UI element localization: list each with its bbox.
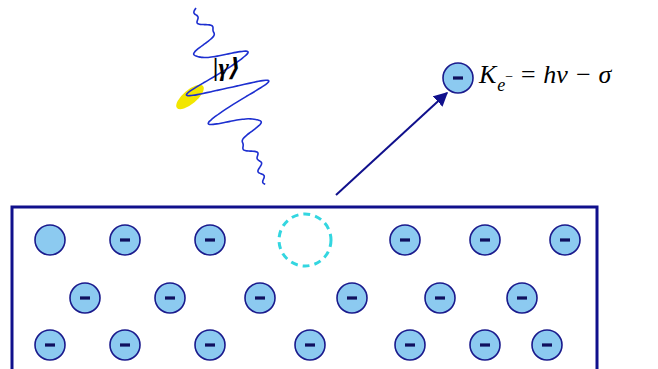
kinetic-energy-symbol: K [479,60,496,89]
electron-circle [295,330,325,360]
charge-sign [305,343,315,346]
subscript-electron: e [497,75,505,95]
charge-sign [347,296,357,299]
electron-circle [470,330,500,360]
charge-sign [80,296,90,299]
charge-sign [120,238,130,241]
energy-formula: Ke−= hν − σ [479,62,611,88]
electron-circle [70,283,100,313]
superscript-charge: − [505,69,513,84]
photon-state-label: |γ⟩ [213,55,240,80]
electron-circle [550,225,580,255]
charge-sign [205,343,215,346]
photon-highlight [172,81,207,114]
charge-sign [542,343,552,346]
charge-sign [453,76,463,79]
electron-circle [390,225,420,255]
electron-circle [507,283,537,313]
electron-circle [195,330,225,360]
charge-sign [255,296,265,299]
charge-sign [480,343,490,346]
charge-sign [45,343,55,346]
electron-circle [470,225,500,255]
charge-sign [405,343,415,346]
electron-lattice [35,225,580,360]
electron-circle [35,225,65,255]
charge-sign [435,296,445,299]
charge-sign [517,296,527,299]
electron-circle [155,283,185,313]
electron-circle [35,330,65,360]
electron-circle [195,225,225,255]
charge-sign [165,296,175,299]
electron-circle [532,330,562,360]
ejected-electron [443,63,473,93]
electron-circle [443,63,473,93]
charge-sign [480,238,490,241]
metal-plate [12,207,597,369]
photon-wave-packet [186,8,268,184]
emission-arrow [336,93,447,195]
energy-expression: = hν − σ [519,60,611,89]
electron-circle [395,330,425,360]
charge-sign [205,238,215,241]
charge-sign [560,238,570,241]
electron-circle [110,225,140,255]
vacancy-circle [279,214,331,266]
charge-sign [400,238,410,241]
electron-circle [110,330,140,360]
electron-circle [425,283,455,313]
electron-circle [245,283,275,313]
electron-circle [337,283,367,313]
charge-sign [120,343,130,346]
